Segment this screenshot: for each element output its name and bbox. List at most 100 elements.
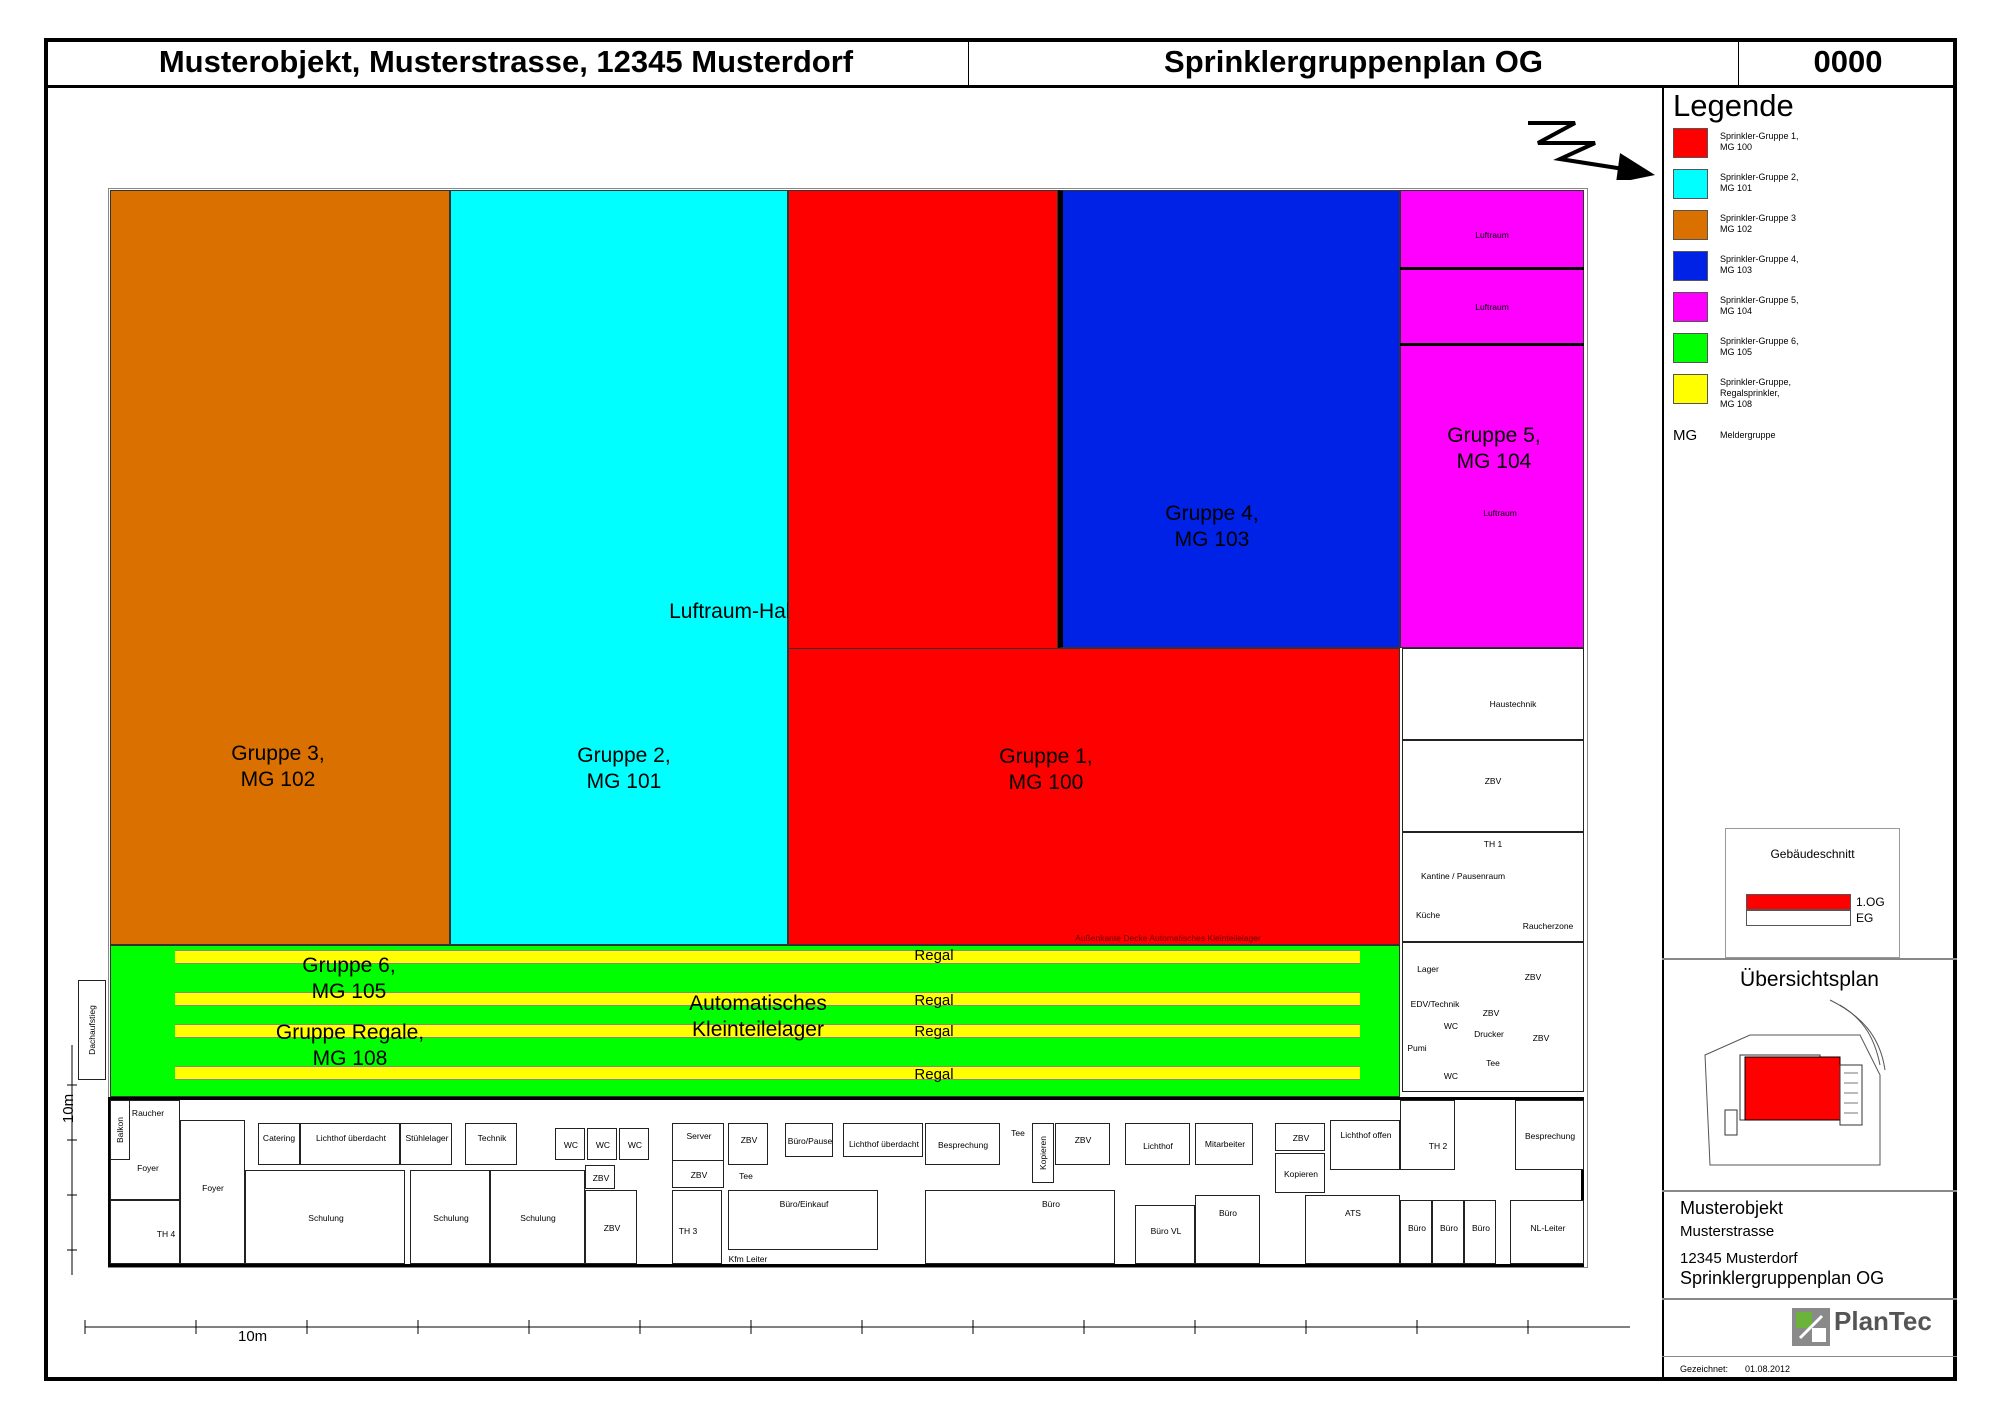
divider-logo-top [1662, 1298, 1957, 1300]
room-zbv-10-label: ZBV [603, 1223, 621, 1233]
room-zbv-5: ZBV [585, 1165, 615, 1189]
room-nl-leiter: NL-Leiter [1510, 1200, 1584, 1264]
legend-swatch-4 [1673, 251, 1708, 281]
luftraum-label-3: Luftraum [1483, 508, 1517, 518]
divider-overview-top [1662, 958, 1957, 960]
room-buero-2: Büro [1195, 1195, 1260, 1264]
room-foyer-2: Foyer [180, 1120, 245, 1264]
side-panel [1662, 88, 1957, 1381]
plantec-logo-icon [1792, 1308, 1830, 1346]
room-zbv-6-label: ZBV [690, 1170, 708, 1180]
room-buero-5: Büro [1464, 1200, 1496, 1264]
zone-gruppe-5 [1400, 190, 1584, 648]
drawn-label: Gezeichnet: [1680, 1364, 1729, 1374]
room-server-label: Server [686, 1131, 712, 1141]
room-lager-label: Lager [1417, 964, 1439, 974]
room-buero-vl: Büro VL [1135, 1205, 1195, 1264]
room-zbv-9: ZBV [1275, 1123, 1325, 1151]
room-haustechnik: Haustechnik [1402, 648, 1584, 740]
room-block-lager: Lager ZBV EDV/Technik ZBV WC Drucker ZBV… [1402, 942, 1584, 1092]
room-besprechung-1-label: Besprechung [937, 1140, 989, 1150]
north-arrow-icon [1528, 121, 1655, 180]
regal-stripe-2 [175, 992, 1360, 1006]
room-drucker-label: Drucker [1474, 1029, 1504, 1039]
legend-mg-abbr: MG [1673, 427, 1698, 444]
room-edv-label: EDV/Technik [1410, 999, 1460, 1009]
room-tee-3-label: Tee [1011, 1128, 1025, 1138]
room-balkon-label: Balkon [115, 1117, 125, 1143]
room-lichthof-label: Lichthof [1143, 1141, 1173, 1151]
room-besprechung-1: Besprechung [925, 1123, 1000, 1165]
room-buero-pause: Büro/Pause [785, 1123, 833, 1157]
room-buero-5-label: Büro [1472, 1223, 1490, 1233]
room-server: Server [672, 1123, 724, 1165]
akl-label: Automatisches Kleinteilelager [689, 992, 827, 1041]
room-kopieren-1-label: Kopieren [1038, 1135, 1048, 1171]
room-stuehlelager-label: Stühlelager [405, 1133, 449, 1143]
title-block-header: Musterobjekt, Musterstrasse, 12345 Muste… [44, 38, 1957, 88]
regal-label-2: Regal [914, 992, 954, 1009]
room-haustechnik-label: Haustechnik [1489, 699, 1537, 709]
room-buero-einkauf: Büro/Einkauf [728, 1190, 878, 1250]
room-zbv-10: ZBV [585, 1190, 637, 1264]
luftraum-halle-label: Luftraum-Halle [669, 600, 807, 623]
room-kantine: TH 1 Kantine / Pausenraum Küche Raucherz… [1402, 832, 1584, 942]
room-schulung-2: Schulung [410, 1170, 490, 1264]
room-th2-label: TH 2 [1428, 1141, 1448, 1151]
legend-label-1: Sprinkler-Gruppe 1, MG 100 [1720, 131, 1799, 152]
drawn-date: 01.08.2012 [1745, 1364, 1791, 1374]
drawing-frame [44, 38, 1957, 1381]
room-buero-vl-label: Büro VL [1150, 1226, 1182, 1236]
room-zbv-2-label: ZBV [1524, 972, 1542, 982]
room-schulung-1: Schulung [245, 1170, 405, 1264]
regal-stripe-4 [175, 1066, 1360, 1080]
room-zbv-8: ZBV [1055, 1123, 1110, 1165]
room-technik: Technik [465, 1123, 517, 1165]
room-kopieren-2: Kopieren [1275, 1153, 1325, 1193]
building-outline [108, 188, 1588, 1268]
section-eg-bar [1746, 910, 1851, 926]
legend-swatch-6 [1673, 333, 1708, 363]
vertical-scale-bar [67, 1045, 77, 1275]
zone-gruppe-1-label: Gruppe 1, MG 100 [999, 745, 1093, 794]
room-lichthof-ueberdacht-2: Lichthof überdacht [843, 1123, 923, 1157]
info-line-4: Sprinklergruppenplan OG [1680, 1268, 1885, 1288]
room-foyer-1-label: Foyer [137, 1163, 159, 1173]
room-zbv-5-label: ZBV [592, 1173, 610, 1183]
room-technik-label: Technik [477, 1133, 507, 1143]
plantec-logo-name: PlanTec [1834, 1306, 1932, 1336]
luftraum-label-1: Luftraum [1475, 230, 1509, 240]
room-tee-1-label: Tee [1486, 1058, 1500, 1068]
room-lichthof: Lichthof [1125, 1123, 1190, 1165]
section-og-bar [1746, 894, 1851, 910]
legend-swatch-7 [1673, 374, 1708, 404]
room-th2: TH 2 [1400, 1100, 1455, 1170]
room-buero-4: Büro [1432, 1200, 1464, 1264]
room-mitarbeiter: Mitarbeiter [1195, 1123, 1253, 1165]
room-th4: TH 4 [110, 1200, 180, 1264]
room-wc-3-label: WC [563, 1140, 579, 1150]
info-line-1: Musterobjekt [1680, 1198, 1784, 1218]
room-tee-2-label: Tee [739, 1171, 753, 1181]
room-lichthof-ueberdacht-1: Lichthof überdacht [300, 1123, 400, 1165]
header-address: Musterobjekt, Musterstrasse, 12345 Muste… [44, 38, 969, 85]
room-wc-1-label: WC [1443, 1021, 1459, 1031]
zone-gruppe-2 [450, 190, 788, 945]
room-buero-einkauf-label: Büro/Einkauf [779, 1199, 829, 1209]
zone-gruppe-1-bottom [788, 648, 1400, 945]
horizontal-scale-bar [84, 1320, 1630, 1334]
room-buero-1-label: Büro [1042, 1199, 1060, 1209]
room-zbv-6: ZBV [672, 1160, 724, 1188]
info-line-2: Musterstrasse [1680, 1223, 1775, 1240]
room-ats-label: ATS [1345, 1208, 1361, 1218]
section-eg-label: EG [1856, 911, 1874, 925]
info-line-3: 12345 Musterdorf [1680, 1250, 1798, 1267]
room-zbv-1: ZBV [1402, 740, 1584, 832]
room-lichthof-offen-label: Lichthof offen [1340, 1130, 1392, 1140]
room-zbv-1-label: ZBV [1484, 776, 1502, 786]
room-raucher-label: Raucher [131, 1108, 165, 1118]
room-buero-1: Büro [925, 1190, 1115, 1264]
room-schulung-3-label: Schulung [520, 1213, 556, 1223]
room-wc-5-label: WC [627, 1140, 643, 1150]
room-nl-leiter-label: NL-Leiter [1530, 1223, 1566, 1233]
